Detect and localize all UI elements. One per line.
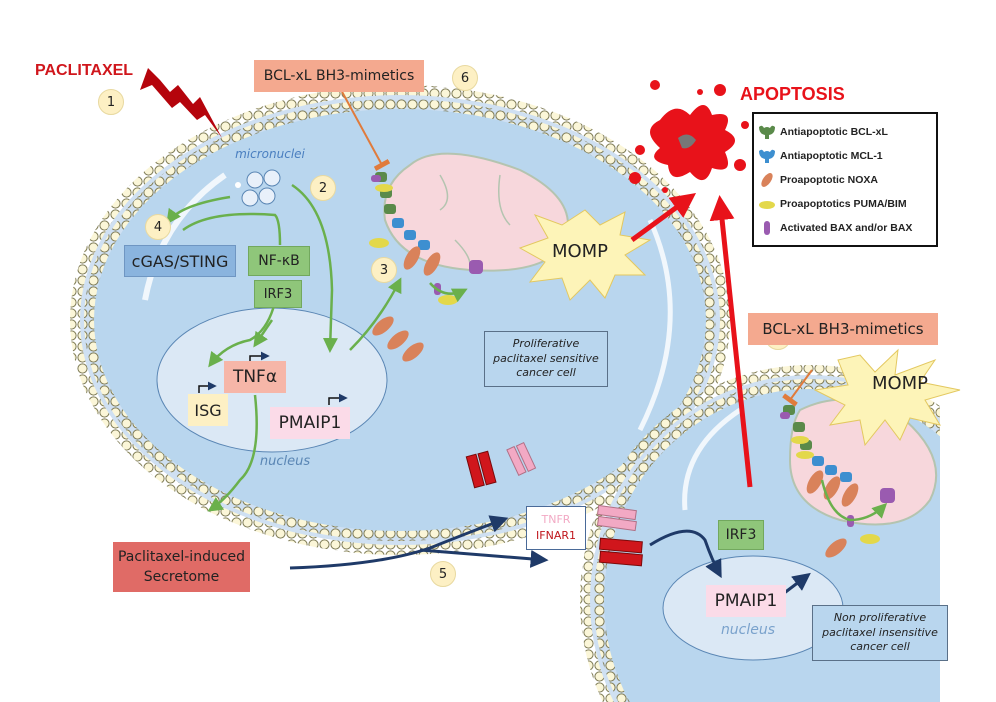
micronuclei-label: micronuclei — [235, 147, 305, 161]
cgas-sting-box: cGAS/STING — [124, 245, 236, 277]
cell-1-signaling-arrows — [166, 183, 468, 512]
legend-item-noxa: Proapoptotic NOXA — [758, 168, 932, 192]
secretome-label-line-1: Paclitaxel-induced — [117, 548, 246, 565]
legend-item-mcl1: Antiapoptotic MCL-1 — [758, 144, 932, 168]
cell-1-description-line-3: cancer cell — [516, 366, 576, 380]
cell-2-bax-activation-arrow — [820, 479, 888, 522]
pmaip1-gene-box-cell-1: PMAIP1 — [270, 407, 350, 439]
cell-1-receptors — [465, 441, 537, 489]
step-badge-6-top: 6 — [452, 65, 478, 91]
cell-1-mcl1-proteins — [392, 218, 430, 250]
nucleus-label-cell-1: nucleus — [259, 453, 311, 469]
bax-icon — [764, 221, 770, 235]
tnfa-gene-box: TNFα — [224, 361, 286, 393]
irf3-box-cell-2: IRF3 — [718, 520, 764, 550]
bh3-mimetics-box-top: BCL-xL BH3-mimetics — [254, 60, 424, 92]
bclxl-icon — [759, 125, 775, 139]
apoptosis-label: APOPTOSIS — [740, 84, 845, 104]
cell-2-description-line-1: Non proliferative — [833, 610, 927, 624]
cell-1-puma-bim-proteins — [369, 184, 458, 305]
legend-label-mcl1: Antiapoptotic MCL-1 — [780, 150, 883, 162]
legend-item-puma-bim: Proapoptotics PUMA/BIM — [758, 192, 932, 216]
inhibition-line-right — [782, 369, 813, 407]
cell-2-edge-mask — [940, 360, 996, 702]
legend: Antiapoptotic BCL-xL Antiapoptotic MCL-1… — [752, 112, 938, 247]
micronuclei-cluster — [235, 169, 281, 207]
cell-2-receptors — [596, 504, 643, 567]
pmaip1-gene-box-cell-2: PMAIP1 — [706, 585, 786, 617]
secretome-label-line-2: Secretome — [143, 569, 220, 585]
cell-2-highlight — [682, 407, 742, 511]
legend-item-bax: Activated BAX and/or BAX — [758, 216, 932, 240]
cell-1-highlight-right — [637, 218, 673, 432]
receptor-label-box: TNFR IFNAR1 — [526, 506, 586, 550]
legend-label-puma-bim: Proapoptotics PUMA/BIM — [780, 198, 907, 210]
cell-2-puma-bim-proteins — [791, 436, 880, 544]
tnfr-label: TNFR — [541, 512, 571, 526]
inhibition-line-top — [339, 87, 391, 171]
cell-1-description-line-1: Proliferative — [512, 336, 580, 350]
puma-bim-icon — [759, 201, 775, 209]
cell-1-mitochondrion — [383, 152, 569, 272]
step-badge-4: 4 — [145, 214, 171, 240]
nfkb-box: NF-κB — [248, 246, 310, 276]
legend-item-bclxl: Antiapoptotic BCL-xL — [758, 120, 932, 144]
mcl1-icon — [759, 149, 775, 163]
legend-label-bax: Activated BAX and/or BAX — [780, 222, 913, 234]
step-badge-1: 1 — [98, 89, 124, 115]
secretome-box: Paclitaxel-induced Secretome — [113, 542, 250, 592]
cell-2-bcl-proteins — [783, 405, 852, 482]
cell-1-description: Proliferative paclitaxel sensitive cance… — [484, 331, 608, 387]
cell-1-description-line-2: paclitaxel sensitive — [493, 351, 599, 365]
cell-2-description-line-3: cancer cell — [850, 640, 910, 654]
paclitaxel-label: PACLITAXEL — [35, 62, 134, 79]
irf3-box-cell-1: IRF3 — [254, 280, 302, 308]
cell-2-description: Non proliferative paclitaxel insensitive… — [812, 605, 948, 661]
cell-1-highlight — [142, 172, 227, 301]
apoptosis-splash-icon — [629, 80, 749, 193]
cell-1-momp-star — [518, 209, 652, 301]
apoptosis-arrows — [630, 193, 753, 488]
secretome-arrows — [289, 515, 811, 602]
step-badge-2: 2 — [310, 175, 336, 201]
paclitaxel-lightning-icon — [140, 68, 222, 138]
legend-label-bclxl: Antiapoptotic BCL-xL — [780, 126, 888, 138]
cell-1-noxa-proteins — [372, 246, 441, 362]
bh3-mimetics-box-right: BCL-xL BH3-mimetics — [748, 313, 938, 345]
isg-gene-box: ISG — [188, 394, 228, 426]
noxa-icon — [761, 173, 773, 187]
momp-label-cell-1: MOMP — [551, 240, 609, 262]
legend-label-noxa: Proapoptotic NOXA — [780, 174, 879, 186]
ifnar1-label: IFNAR1 — [536, 529, 576, 542]
cell-2-noxa-proteins — [806, 470, 859, 558]
step-badge-5: 5 — [430, 561, 456, 587]
step-badge-3: 3 — [371, 257, 397, 283]
nucleus-label-cell-2: nucleus — [720, 622, 776, 638]
cell-2-momp-star — [813, 348, 961, 447]
cell-2-description-line-2: paclitaxel insensitive — [822, 625, 938, 639]
momp-label-cell-2: MOMP — [871, 372, 929, 394]
